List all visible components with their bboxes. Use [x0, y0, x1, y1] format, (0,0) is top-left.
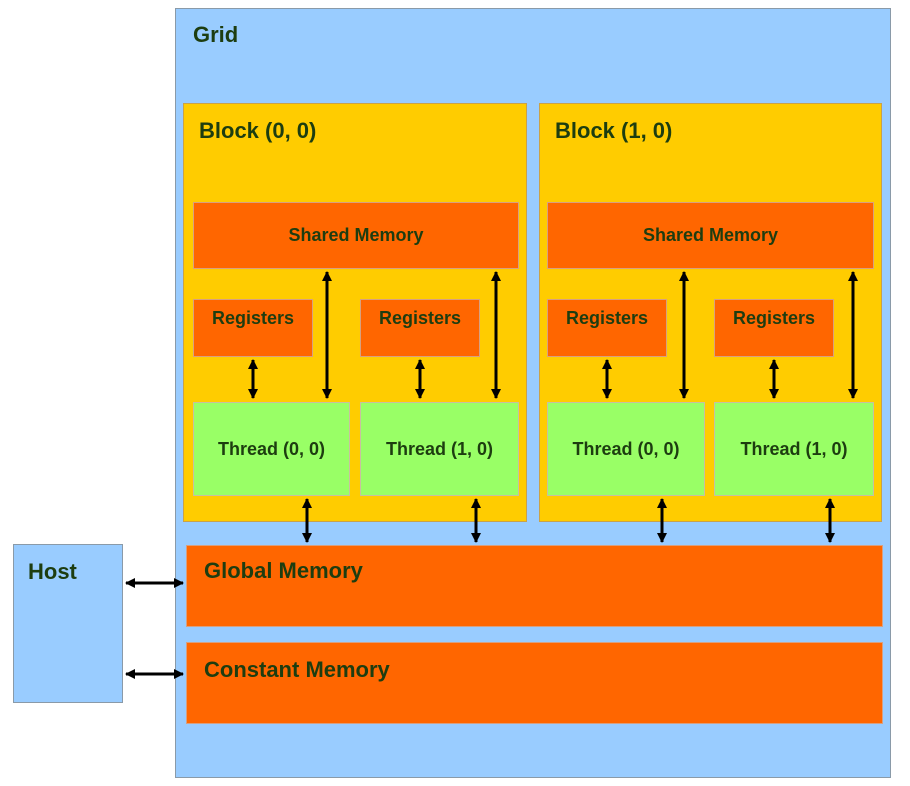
block-label: Block (0, 0)	[199, 118, 317, 143]
registers: Registers	[547, 299, 667, 357]
shared-memory: Shared Memory	[193, 202, 519, 269]
thread: Thread (0, 0)	[193, 402, 350, 496]
registers: Registers	[714, 299, 834, 357]
registers: Registers	[193, 299, 313, 357]
host-label: Host	[28, 559, 77, 584]
block-label: Block (1, 0)	[555, 118, 673, 143]
constant-memory-label: Constant Memory	[204, 657, 390, 682]
shared-memory: Shared Memory	[547, 202, 874, 269]
thread: Thread (1, 0)	[714, 402, 874, 496]
constant-memory: Constant Memory	[186, 642, 883, 724]
registers: Registers	[360, 299, 480, 357]
grid-label: Grid	[193, 22, 239, 47]
global-memory-label: Global Memory	[204, 558, 363, 583]
thread: Thread (0, 0)	[547, 402, 705, 496]
global-memory: Global Memory	[186, 545, 883, 627]
thread: Thread (1, 0)	[360, 402, 519, 496]
host: Host	[13, 544, 123, 703]
